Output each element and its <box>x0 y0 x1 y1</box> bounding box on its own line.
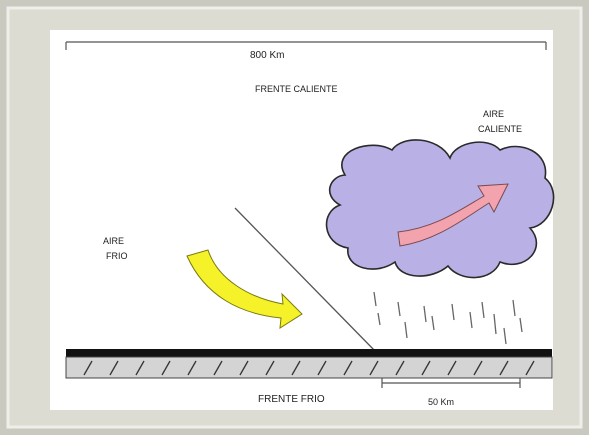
aire-frio-label-1: AIRE <box>103 236 124 246</box>
scale-bottom-label: 50 Km <box>428 397 454 407</box>
aire-caliente-label-2: CALIENTE <box>478 124 522 134</box>
aire-caliente-label-1: AIRE <box>483 109 504 119</box>
ground-surface-line <box>66 349 552 357</box>
frente-frio-label: FRENTE FRIO <box>258 394 325 405</box>
warm-air-cloud <box>327 140 554 278</box>
scale-top-label: 800 Km <box>250 50 284 61</box>
aire-frio-label-2: FRIO <box>106 251 128 261</box>
frente-caliente-label: FRENTE CALIENTE <box>255 84 338 94</box>
ground-band <box>66 357 552 378</box>
